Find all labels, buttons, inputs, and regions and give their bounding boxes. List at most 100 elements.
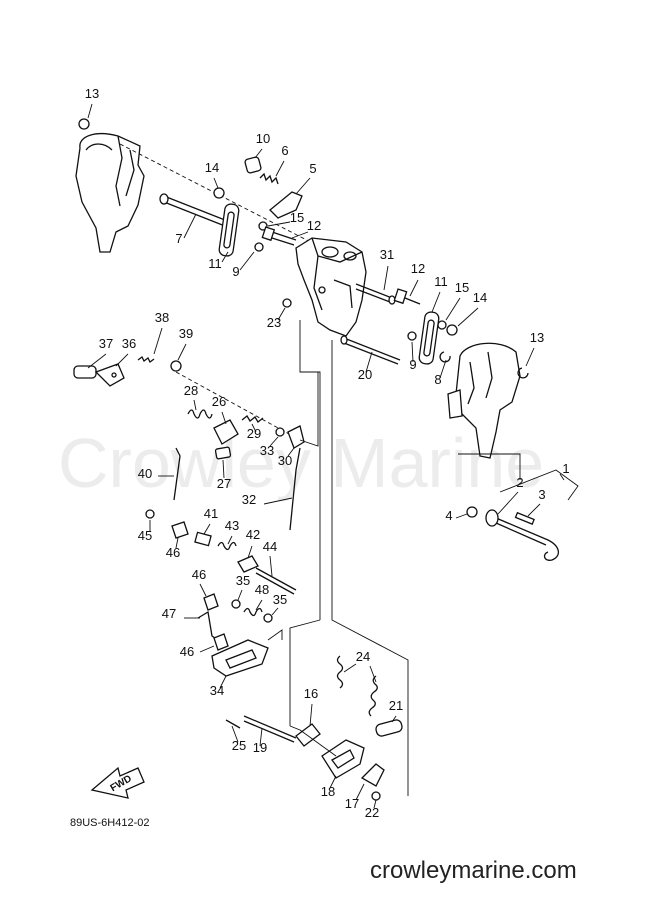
- leader-21: [391, 715, 397, 723]
- leader-42: [247, 545, 253, 559]
- callout-c30: 30: [278, 453, 292, 468]
- leader-6: [275, 160, 285, 177]
- clip-13a: [78, 118, 90, 130]
- callout-c42: 42: [246, 527, 260, 542]
- callout-c15b: 15: [455, 280, 469, 295]
- sleeve-21: [375, 719, 403, 737]
- clip-8: [439, 351, 451, 363]
- nut-39: [170, 360, 182, 372]
- leader-7: [183, 213, 197, 239]
- washer-4: [466, 506, 478, 518]
- clip-13b: [517, 367, 529, 379]
- callout-c17: 17: [345, 796, 359, 811]
- callout-c14b: 14: [473, 290, 487, 305]
- collar-41: [194, 531, 212, 547]
- callout-c41: 41: [204, 506, 218, 521]
- pivot-pin-20: [340, 335, 401, 365]
- guide-center-a: [299, 320, 321, 620]
- callout-c11b: 11: [434, 274, 448, 289]
- tilt-lever-1: [485, 509, 559, 561]
- leader-19: [259, 727, 263, 747]
- leader-44: [269, 555, 273, 577]
- guide-center-c: [289, 619, 321, 726]
- shaft-19: [243, 715, 297, 743]
- leader-23: [277, 307, 286, 321]
- leader-2: [497, 491, 519, 515]
- washer-33: [275, 427, 285, 437]
- bolt-12a: [261, 226, 297, 246]
- guide-30: [299, 372, 319, 447]
- website-footer: crowleymarine.com: [370, 857, 577, 884]
- leader-14a: [213, 177, 219, 189]
- leader-3: [527, 503, 541, 517]
- callout-c32: 32: [242, 492, 256, 507]
- callout-c13b: 13: [530, 330, 544, 345]
- leader-5: [295, 177, 311, 195]
- callout-c31: 31: [380, 247, 394, 262]
- callout-c24: 24: [356, 649, 370, 664]
- knob-37-36: [73, 363, 125, 387]
- washer-9a: [254, 242, 264, 252]
- leader-43: [227, 535, 233, 545]
- callout-c10: 10: [256, 131, 270, 146]
- guide-bottom: [289, 725, 337, 757]
- pivot-pin-7: [159, 193, 231, 229]
- callout-c43: 43: [225, 518, 239, 533]
- lever-17: [360, 763, 385, 787]
- callout-c7: 7: [175, 231, 182, 246]
- leader-46b: [199, 583, 207, 597]
- guide-center-b: [331, 340, 409, 796]
- washer-14b: [446, 324, 458, 336]
- leader-15b: [445, 297, 461, 321]
- spring-29: [241, 415, 264, 423]
- washer-9b: [407, 331, 417, 341]
- leader-33: [269, 436, 279, 447]
- leader-35b: [271, 607, 279, 616]
- pad-27: [214, 446, 232, 460]
- plate-11a: [218, 203, 240, 257]
- leader-25: [231, 725, 239, 743]
- callout-c3: 3: [538, 487, 545, 502]
- left-clamp-bracket: [75, 133, 145, 253]
- shaft-44: [255, 567, 297, 595]
- callout-c8: 8: [434, 372, 441, 387]
- callout-c15a: 15: [290, 210, 304, 225]
- clip-22: [371, 791, 381, 801]
- callout-c13a: 13: [85, 86, 99, 101]
- callout-c46c: 46: [180, 644, 194, 659]
- lever-42: [237, 555, 259, 573]
- callout-c28: 28: [184, 383, 198, 398]
- diagram-code: 89US-6H412-02: [70, 817, 150, 829]
- washer-15b: [437, 320, 447, 330]
- callout-c20: 20: [358, 367, 372, 382]
- callout-c14a: 14: [205, 160, 219, 175]
- callout-c12a: 12: [307, 218, 321, 233]
- leader-12a: [291, 231, 309, 239]
- spring-6: [259, 172, 279, 185]
- leader-11b: [431, 291, 441, 313]
- spring-38: [137, 356, 155, 363]
- leader-17: [355, 783, 365, 801]
- leader-10: [254, 148, 263, 159]
- lever-26: [213, 419, 239, 445]
- callout-c36: 36: [122, 336, 136, 351]
- leader-16: [309, 703, 313, 727]
- leader-28: [193, 399, 197, 411]
- joint-46a: [171, 521, 189, 539]
- callout-c35a: 35: [236, 573, 250, 588]
- bracket-30: [287, 425, 305, 449]
- callout-c44: 44: [263, 539, 277, 554]
- pin-25: [225, 719, 241, 729]
- callout-c19: 19: [253, 740, 267, 755]
- springs-24: [336, 655, 378, 717]
- right-clamp-bracket: [447, 342, 521, 459]
- callout-c47: 47: [162, 606, 176, 621]
- leader-26: [221, 411, 227, 425]
- leader-15a: [267, 221, 291, 227]
- leader-29: [251, 423, 257, 433]
- callout-c4: 4: [445, 508, 452, 523]
- washer-35b: [263, 613, 273, 623]
- bracket-1: [499, 469, 579, 501]
- leader-31: [383, 265, 389, 291]
